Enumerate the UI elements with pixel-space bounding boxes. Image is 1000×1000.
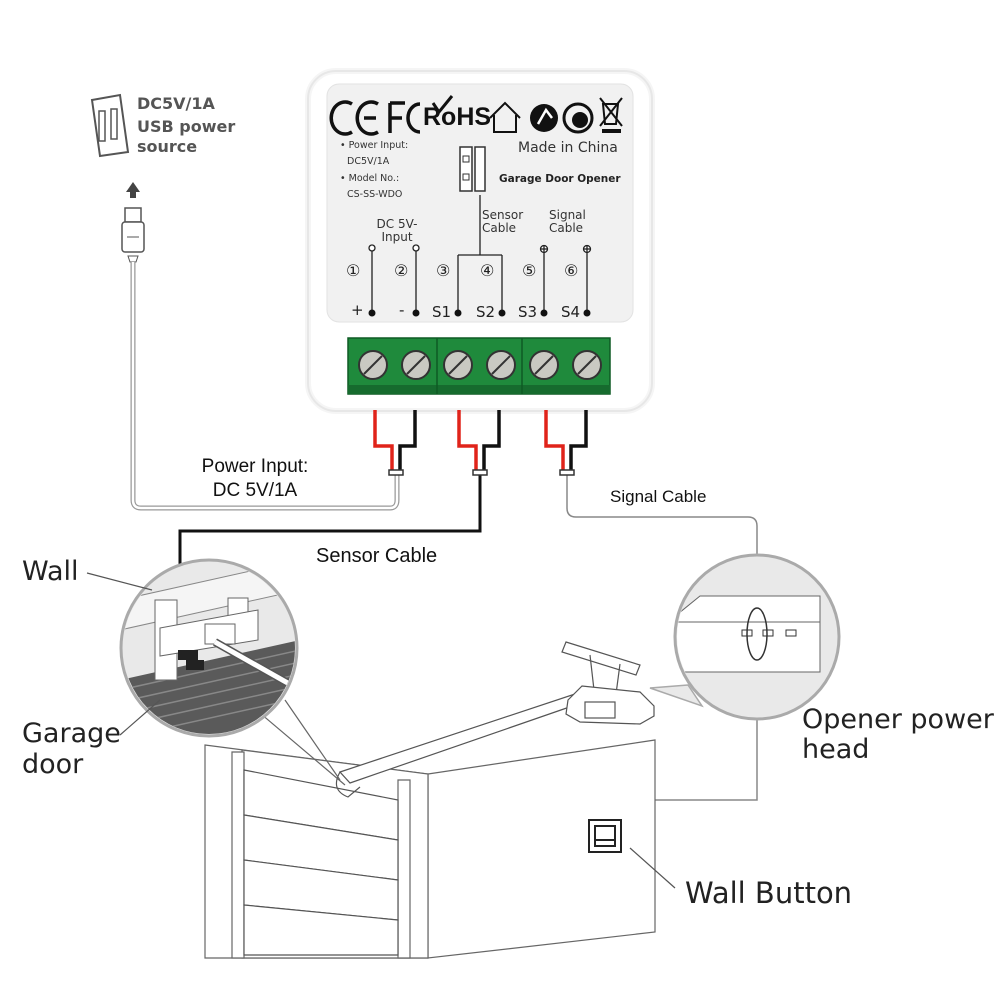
- terminal-label-1: +: [351, 301, 364, 319]
- power-wires: [373, 410, 417, 472]
- signal-wires: [544, 410, 588, 472]
- terminal-screws: [358, 350, 602, 380]
- opener-power-head-label: Opener power head: [802, 704, 994, 766]
- terminal-label-6: S4: [561, 303, 581, 321]
- arrow-up-icon: [126, 182, 140, 198]
- group-sensor-label: Sensor Cable: [482, 208, 524, 236]
- spec-model-label: • Model No.:: [340, 173, 400, 184]
- usb-plug-icon: [121, 207, 145, 263]
- terminal-number-5: ⑤: [522, 261, 537, 280]
- usb-socket-icon: [90, 93, 130, 158]
- terminal-label-5: S3: [518, 303, 538, 321]
- rohs-mark: RoHS: [423, 103, 492, 131]
- sensor-wires: [457, 410, 501, 472]
- terminal-label-3: S1: [432, 303, 452, 321]
- terminal-label-4: S2: [476, 303, 496, 321]
- wall-button-icon: [588, 819, 622, 853]
- spec-power-value: DC5V/1A: [347, 156, 390, 167]
- spec-power-label: • Power Input:: [340, 140, 409, 151]
- signal-cable-callout: Signal Cable: [610, 487, 707, 506]
- group-dc-label: DC 5V- Input: [376, 217, 418, 245]
- terminal-label-2: -: [399, 301, 405, 319]
- terminal-block: [347, 337, 611, 395]
- garage-door-label: Garage door: [22, 718, 121, 781]
- power-input-callout: Power Input: DC 5V/1A: [201, 456, 309, 501]
- wall-label: Wall: [22, 556, 79, 587]
- usb-source-label-3: source: [137, 137, 198, 156]
- opener-power-head: [561, 641, 655, 725]
- made-in-label: Made in China: [518, 140, 618, 156]
- usb-source-label-2: USB power: [137, 117, 236, 136]
- door-sensor-icon: [459, 146, 486, 192]
- certification-marks: [329, 95, 623, 136]
- terminal-number-2: ②: [394, 261, 409, 280]
- spec-model-value: CS-SS-WDO: [347, 189, 403, 200]
- sensor-cable-callout: Sensor Cable: [316, 545, 438, 567]
- terminal-number-4: ④: [480, 261, 495, 280]
- signal-cable-line: [566, 470, 758, 820]
- terminal-number-6: ⑥: [564, 261, 579, 280]
- garage-door-panels: [243, 769, 399, 956]
- terminal-number-1: ①: [346, 261, 361, 280]
- terminal-number-3: ③: [436, 261, 451, 280]
- usb-source-label-1: DC5V/1A: [137, 94, 215, 113]
- wall-button-label: Wall Button: [685, 876, 853, 910]
- group-signal-label: Signal Cable: [549, 208, 586, 236]
- garage-door-module: [305, 68, 655, 414]
- product-name: Garage Door Opener: [499, 173, 621, 185]
- opener-detail-zoom: [649, 553, 841, 721]
